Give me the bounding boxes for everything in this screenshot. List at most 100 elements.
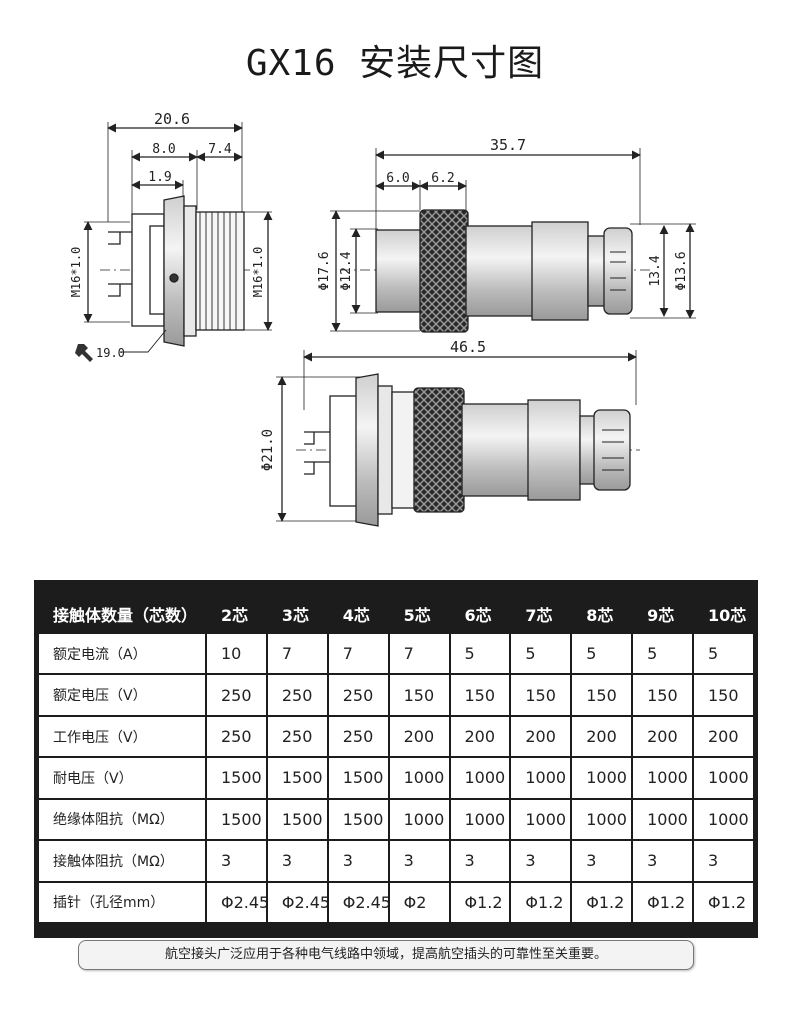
assembly-drawing xyxy=(276,350,640,527)
table-cell: 1000 xyxy=(509,756,573,800)
table-cell: 1000 xyxy=(631,797,694,842)
table-cell: 150 xyxy=(387,673,451,717)
table-cell: 200 xyxy=(387,714,451,759)
table-cell: 1000 xyxy=(631,756,694,800)
plug-dia-inner: Φ12.4 xyxy=(339,251,354,290)
header-cell: 9芯 xyxy=(631,594,694,634)
header-cell: 接触体数量（芯数） xyxy=(37,594,207,634)
table-cell: 200 xyxy=(509,714,573,759)
table-cell: Φ1.2 xyxy=(509,880,573,925)
row-label: 额定电流（A） xyxy=(37,631,207,676)
table-cell: 1000 xyxy=(692,756,755,800)
row-label: 耐电压（V） xyxy=(37,756,207,800)
row-label: 接触体阻抗（MΩ） xyxy=(37,839,207,883)
table-cell: 250 xyxy=(326,673,390,717)
table-cell: 10 xyxy=(205,631,268,676)
table-cell: 1500 xyxy=(326,756,390,800)
dimension-drawing: 20.6 8.0 7.4 1.9 M16*1.0 M16*1.0 19.0 35… xyxy=(69,110,696,527)
table-cell: 200 xyxy=(448,714,512,759)
table-cell: 200 xyxy=(692,714,755,759)
table-cell: 3 xyxy=(387,839,451,883)
table-cell: 3 xyxy=(570,839,634,883)
table-cell: 7 xyxy=(265,631,329,676)
table-cell: 150 xyxy=(570,673,634,717)
header-cell: 4芯 xyxy=(326,594,390,634)
table-cell: 3 xyxy=(509,839,573,883)
header-cell: 10芯 xyxy=(692,594,755,634)
table-cell: 1000 xyxy=(448,797,512,842)
table-cell: 7 xyxy=(326,631,390,676)
table-cell: 5 xyxy=(570,631,634,676)
table-cell: Φ2.45 xyxy=(205,880,268,925)
table-cell: 250 xyxy=(265,673,329,717)
header-cell: 6芯 xyxy=(448,594,512,634)
header-cell: 2芯 xyxy=(205,594,268,634)
table-cell: Φ2 xyxy=(387,880,451,925)
table-cell: 250 xyxy=(205,714,268,759)
assembly-dia: Φ21.0 xyxy=(260,429,276,471)
plug-dia-tail-b: Φ13.6 xyxy=(674,251,689,290)
table-cell: 5 xyxy=(631,631,694,676)
table-cell: 7 xyxy=(387,631,451,676)
table-cell: 1000 xyxy=(387,756,451,800)
page-title: GX16 安装尺寸图 xyxy=(245,43,545,84)
table-cell: 150 xyxy=(448,673,512,717)
table-cell: 1500 xyxy=(265,756,329,800)
row-label: 工作电压（V） xyxy=(37,714,207,759)
header-cell: 8芯 xyxy=(570,594,634,634)
table-cell: 3 xyxy=(448,839,512,883)
table-cell: 1000 xyxy=(570,797,634,842)
header-cell: 5芯 xyxy=(387,594,451,634)
plug-seg-a: 6.0 xyxy=(386,171,409,186)
plug-dia-tail-a: 13.4 xyxy=(648,255,663,286)
table-cell: 5 xyxy=(448,631,512,676)
plug-dia-outer: Φ17.6 xyxy=(317,251,332,290)
table-cell: 3 xyxy=(631,839,694,883)
table-cell: 1500 xyxy=(326,797,390,842)
socket-thread-left: M16*1.0 xyxy=(69,247,83,298)
row-label: 额定电压（V） xyxy=(37,673,207,717)
table-cell: Φ1.2 xyxy=(631,880,694,925)
table-cell: 1500 xyxy=(205,797,268,842)
socket-flange: 1.9 xyxy=(148,170,171,185)
table-cell: 150 xyxy=(631,673,694,717)
table-cell: 3 xyxy=(265,839,329,883)
table-cell: 1000 xyxy=(509,797,573,842)
plug-drawing xyxy=(330,148,696,333)
table-cell: Φ1.2 xyxy=(692,880,755,925)
table-cell: Φ1.2 xyxy=(448,880,512,925)
socket-thread-right: M16*1.0 xyxy=(251,247,265,298)
table-cell: 1000 xyxy=(692,797,755,842)
spec-table: 接触体数量（芯数） 2芯 3芯 4芯 5芯 6芯 7芯 8芯 9芯 10芯 额定… xyxy=(37,594,755,925)
row-label: 插针（孔径mm） xyxy=(37,880,207,925)
spec-header-row: 接触体数量（芯数） 2芯 3芯 4芯 5芯 6芯 7芯 8芯 9芯 10芯 xyxy=(37,594,755,634)
table-cell: Φ2.45 xyxy=(326,880,390,925)
table-cell: 1500 xyxy=(265,797,329,842)
table-cell: Φ2.45 xyxy=(265,880,329,925)
table-cell: 3 xyxy=(205,839,268,883)
table-cell: 250 xyxy=(205,673,268,717)
table-cell: 250 xyxy=(265,714,329,759)
row-label: 绝缘体阻抗（MΩ） xyxy=(37,797,207,842)
table-cell: 150 xyxy=(509,673,573,717)
socket-width-total: 20.6 xyxy=(154,110,190,128)
table-cell: 200 xyxy=(570,714,634,759)
socket-wrench-size: 19.0 xyxy=(96,346,125,360)
footer-note: 航空接头广泛应用于各种电气线路中领域，提高航空插头的可靠性至关重要。 xyxy=(78,940,694,970)
socket-seg-b: 7.4 xyxy=(208,142,232,157)
socket-seg-a: 8.0 xyxy=(152,142,175,157)
header-cell: 7芯 xyxy=(509,594,573,634)
table-cell: 1000 xyxy=(448,756,512,800)
table-cell: 250 xyxy=(326,714,390,759)
plug-length: 35.7 xyxy=(490,136,526,154)
table-cell: 5 xyxy=(509,631,573,676)
table-cell: 3 xyxy=(326,839,390,883)
table-cell: 1500 xyxy=(205,756,268,800)
